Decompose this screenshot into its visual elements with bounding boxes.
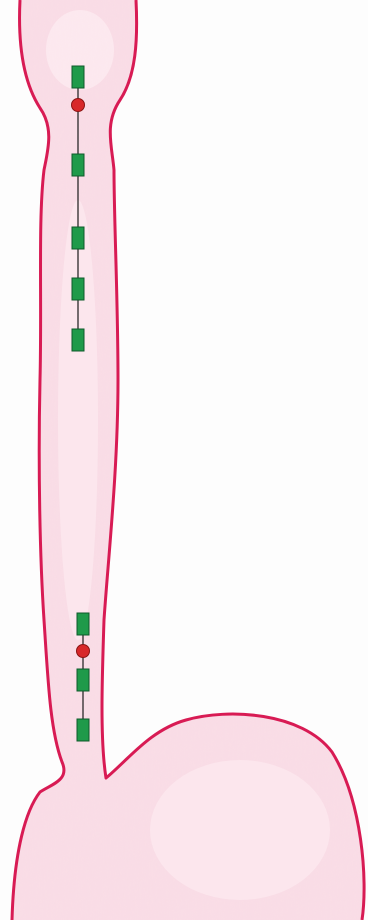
upper-sensor-5 [72, 329, 84, 351]
upper-sensor-3 [72, 227, 84, 249]
tissue-highlight-stomach [150, 760, 330, 900]
upper-sensor-1 [72, 66, 84, 88]
upper-sensor-4 [72, 278, 84, 300]
lower-sphincter-marker [77, 645, 90, 658]
upper-sensor-2 [72, 154, 84, 176]
lower-catheter [77, 613, 90, 741]
upper-sphincter-marker [72, 99, 85, 112]
lower-sensor-1 [77, 613, 89, 635]
lower-sensor-3 [77, 719, 89, 741]
lower-sensor-2 [77, 669, 89, 691]
